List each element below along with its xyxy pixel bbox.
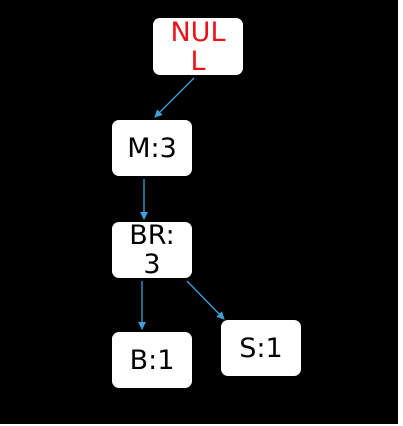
node-label-m: M:3 [127,132,177,164]
node-null: NUL L [153,16,243,77]
edge-br-to-s [186,280,225,320]
node-label-s: S:1 [239,332,283,364]
node-label-null: NUL L [170,16,226,77]
node-label-b: B:1 [129,344,175,376]
node-m: M:3 [112,120,192,176]
node-br: BR: 3 [112,220,192,280]
node-label-br: BR: 3 [129,220,175,280]
node-b: B:1 [112,332,192,388]
node-s: S:1 [221,320,301,376]
edge-null-to-m [154,77,195,118]
